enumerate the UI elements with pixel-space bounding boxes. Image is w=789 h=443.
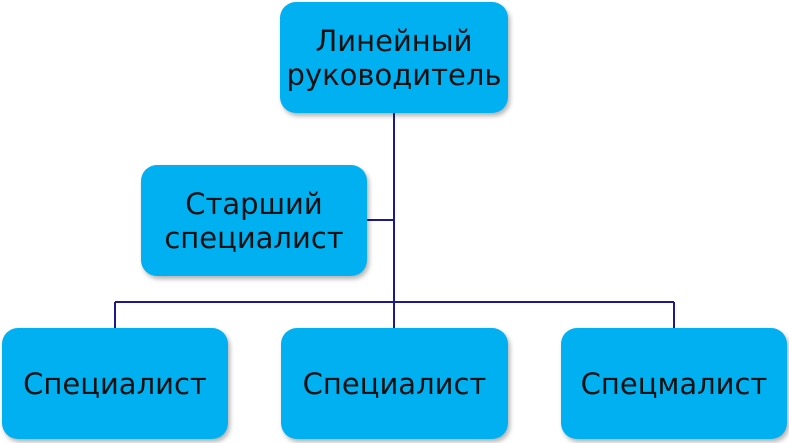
specialist-box-1: Специалист [2,328,228,439]
senior-specialist-box: Старший специалист [141,165,367,276]
specialist-box-2: Специалист [281,328,508,439]
line-manager-box: Линейный руководитель [280,2,508,113]
specialist-box-3: Спецмалист [561,328,787,439]
line-manager-label: Линейный руководитель [286,23,502,92]
specialist-label-2: Специалист [302,366,487,401]
senior-specialist-label: Старший специалист [164,186,344,255]
specialist-label-3: Спецмалист [580,366,768,401]
specialist-label-1: Специалист [23,366,207,401]
